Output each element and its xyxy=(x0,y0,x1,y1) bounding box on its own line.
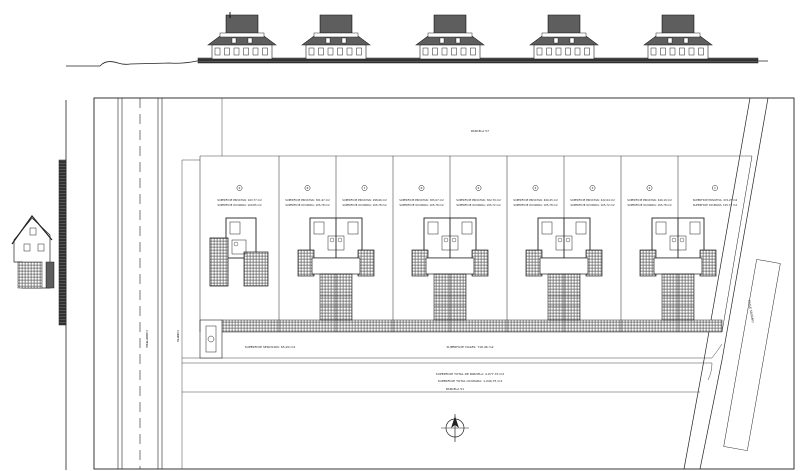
house-footprint xyxy=(639,217,717,321)
north-arrow-icon xyxy=(441,414,469,442)
parcel-lines: PARCELA 57 PARCELA 51 SUPERFICIE SERVICI… xyxy=(182,98,752,393)
lot-number-circle xyxy=(304,185,311,191)
lot-occupied-area: SUPERFICIE OCUPADA: 105,78 m2 xyxy=(399,203,444,207)
right-road: CALLE SILVANO xyxy=(683,97,781,470)
lot-number-circle xyxy=(646,185,653,191)
lot-number-circle xyxy=(532,185,539,191)
lot-number: 9 xyxy=(239,186,241,190)
lot-occupied-area: SUPERFICIE OCUPADA: 105,78 m2 xyxy=(513,203,558,207)
lot-private-area: SUPERFICIE PRIVATIVA: 298,66 m2 xyxy=(342,198,387,202)
lot-occupied-area: SUPERFICIE OCUPADA: 105,78 m2 xyxy=(627,203,672,207)
lot-occupied-area: SUPERFICIE OCUPADA: 105,78 m2 xyxy=(342,203,387,207)
lot-number: 4 xyxy=(535,186,537,190)
lot-occupied-area: SUPERFICIE OCUPADA: 105,72 m2 xyxy=(693,203,738,207)
lot-number-circle xyxy=(712,185,718,191)
elevation-view xyxy=(66,12,768,67)
road-left-label: CARRETERA xyxy=(145,330,149,349)
lot-occupied-area: SUPERFICIE OCUPADA: 105,78 m2 xyxy=(285,203,330,207)
parcel-bottom-label: PARCELA 51 xyxy=(446,387,464,391)
lot-number-circle xyxy=(236,185,243,191)
servicios-label: SUPERFICIE SERVICIOS: 65,90 m2 xyxy=(245,345,296,349)
total-parcela-label: SUPERFICIE TOTAL DE PARCELA: 4.077,70 m2 xyxy=(436,372,504,376)
lot-number: 5 xyxy=(478,186,480,190)
elevation-house xyxy=(415,14,485,60)
elevation-house xyxy=(529,14,599,60)
house-footprint xyxy=(297,217,375,321)
service-strip xyxy=(221,319,723,333)
elevation-house xyxy=(207,12,277,60)
lot-number: 2 xyxy=(649,186,651,190)
lot-private-area: SUPERFICIE PRIVATIVA: 474,25 m2 xyxy=(693,198,738,202)
parcel-top-label: PARCELA 57 xyxy=(471,129,489,133)
lot-private-area: SUPERFICIE PRIVATIVA: 422,04 m2 xyxy=(570,198,615,202)
lot-number-circle xyxy=(361,185,368,191)
lot-number-circle xyxy=(475,185,482,191)
lot-private-area: SUPERFICIE PRIVATIVA: 400,45 m2 xyxy=(513,198,558,202)
lot-private-area: SUPERFICIE PRIVATIVA: 305,07 m2 xyxy=(399,198,444,202)
lot-number-circle xyxy=(589,185,596,191)
lot-private-area: SUPERFICIE PRIVATIVA: 440,19 m2 xyxy=(627,198,672,202)
lot-number: 3 xyxy=(592,186,594,190)
elevation-houses xyxy=(207,12,713,60)
lot-number: 7 xyxy=(364,186,366,190)
plan-frame xyxy=(93,97,795,470)
house-footprint xyxy=(411,217,489,321)
elevation-house xyxy=(643,14,713,60)
total-ocupada-label: SUPERFICIE TOTAL OCUPADA: 1.044,75 m2 xyxy=(438,379,503,383)
elevation-house xyxy=(301,14,371,60)
lot-occupied-area: SUPERFICIE OCUPADA: 100,85 m2 xyxy=(217,203,262,207)
lot-number: 1 xyxy=(714,186,716,190)
house-footprint-single xyxy=(209,217,269,287)
road-right-label: CALLE SILVANO xyxy=(747,299,755,323)
left-road: CARRETERA CUNETA xyxy=(117,98,183,469)
road-left2-label: CUNETA xyxy=(176,330,180,343)
lot-number-circle xyxy=(418,185,425,191)
lot-private-area: SUPERFICIE PRIVATIVA: 302,79 m2 xyxy=(456,198,501,202)
lot-private-area: SUPERFICIE PRIVATIVA: 163,77 m2 xyxy=(217,198,262,202)
viales-label: SUPERFICIE VIALES: 716,46 m2 xyxy=(446,345,493,349)
lot-private-area: SUPERFICIE PRIVATIVA: 301,97 m2 xyxy=(285,198,330,202)
lot-number: 6 xyxy=(421,186,423,190)
lot-occupied-area: SUPERFICIE OCUPADA: 105,72 m2 xyxy=(456,203,501,207)
house-footprint xyxy=(525,217,603,321)
lot-occupied-area: SUPERFICIE OCUPADA: 105,72 m2 xyxy=(570,203,615,207)
lot-number: 8 xyxy=(307,186,309,190)
side-elevation xyxy=(11,100,67,470)
service-box xyxy=(199,319,223,359)
